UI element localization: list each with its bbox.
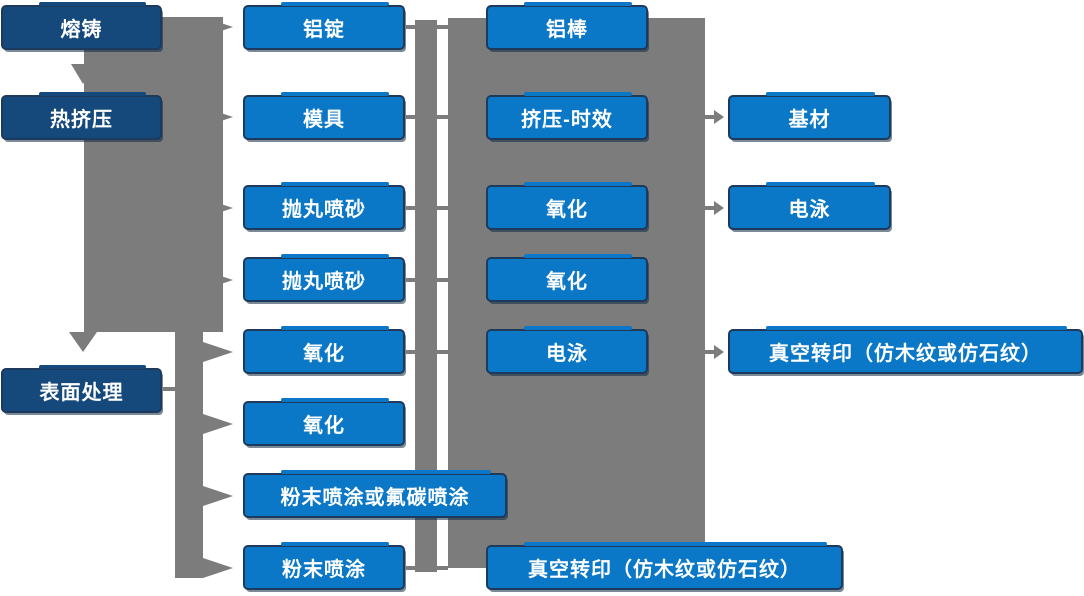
row-link (406, 350, 448, 354)
flow-node-hot-extrusion: 热挤压 (1, 92, 162, 140)
right-arrow-icon (714, 345, 724, 359)
flow-node-extrusion-aging: 挤压-时效 (486, 92, 648, 140)
row-link (406, 566, 448, 570)
right-arrow-icon (203, 486, 233, 506)
down-arrow-icon (69, 332, 97, 352)
flow-node-oxidation-c: 氧化 (486, 182, 648, 230)
row-link (406, 115, 448, 119)
right-arrow-icon (203, 17, 233, 37)
flow-node-powder-coating: 粉末喷涂 (243, 542, 405, 590)
flow-node-base-material: 基材 (728, 92, 891, 140)
flow-node-electrophoresis-a: 电泳 (486, 326, 648, 374)
right-arrow-icon (203, 414, 233, 434)
right-arrow-icon (203, 107, 233, 127)
right-arrow-icon (714, 201, 724, 215)
right-arrow-icon (203, 342, 233, 362)
flow-node-electrophoresis-b: 电泳 (728, 182, 891, 230)
flow-node-oxidation-b: 氧化 (243, 398, 405, 446)
flow-node-shot-blasting-2: 抛丸喷砂 (243, 254, 405, 302)
arrow-shaft (705, 206, 715, 210)
arrow-shaft (705, 115, 715, 119)
flow-node-oxidation-a: 氧化 (243, 326, 405, 374)
surface-treatment-link (163, 387, 177, 391)
right-arrow-icon (203, 558, 233, 578)
left-trunk-block (84, 17, 223, 332)
flow-node-powder-or-fluorocarbon-coating: 粉末喷涂或氟碳喷涂 (243, 470, 507, 518)
row-link (406, 206, 448, 210)
flow-node-vacuum-transfer-print-b: 真空转印（仿木纹或仿石纹） (728, 326, 1083, 374)
flow-node-aluminum-rod: 铝棒 (486, 2, 648, 50)
flow-node-surface-treatment: 表面处理 (1, 365, 162, 413)
flow-node-shot-blasting-1: 抛丸喷砂 (243, 182, 405, 230)
right-arrow-icon (203, 270, 233, 290)
flow-node-vacuum-transfer-print-a: 真空转印（仿木纹或仿石纹） (486, 542, 843, 590)
flow-node-aluminum-ingot: 铝锭 (243, 2, 405, 50)
flow-node-melting-casting: 熔铸 (1, 2, 162, 50)
right-arrow-icon (203, 198, 233, 218)
flow-node-oxidation-d: 氧化 (486, 254, 648, 302)
arrow-shaft (705, 350, 715, 354)
row-link (406, 25, 448, 29)
down-arrow-icon (71, 64, 95, 84)
right-arrow-icon (714, 110, 724, 124)
left-trunk-lower (175, 332, 203, 578)
middle-bar (415, 20, 437, 572)
flow-node-mold: 模具 (243, 92, 405, 140)
row-link (406, 278, 448, 282)
